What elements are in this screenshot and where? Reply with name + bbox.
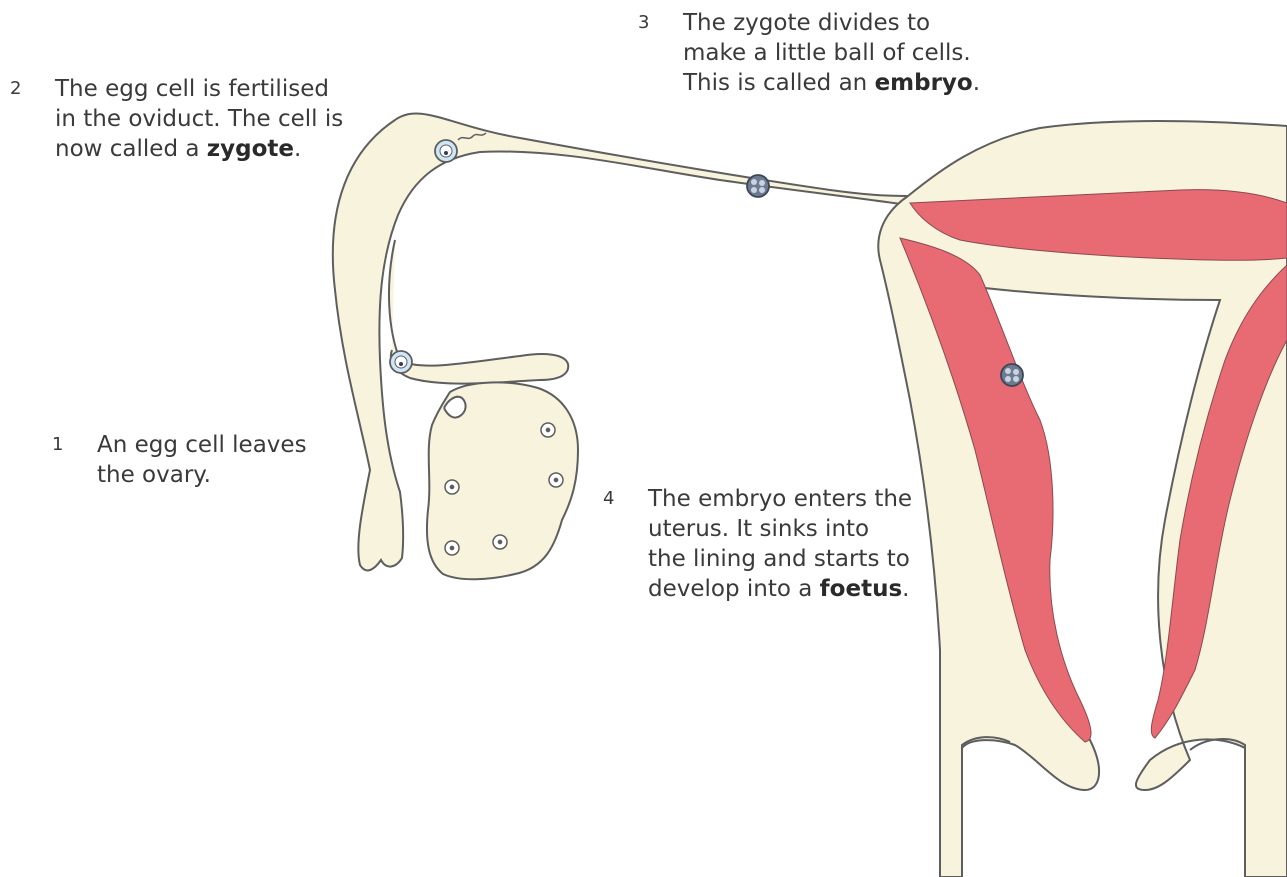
embryo-in-oviduct: [747, 175, 769, 197]
step-4-line-2: uterus. It sinks into: [648, 514, 912, 544]
step-4-line-3: the lining and starts to: [648, 544, 912, 574]
step-1-text: An egg cell leaves the ovary.: [97, 430, 307, 490]
step-3-keyword: embryo: [875, 70, 973, 96]
cervix: [962, 737, 1245, 877]
step-4-line-1: The embryo enters the: [648, 484, 912, 514]
step-2-line-2: in the oviduct. The cell is: [55, 104, 343, 134]
step-3-line-2: make a little ball of cells.: [683, 38, 980, 68]
step-1-line-2: the ovary.: [97, 460, 307, 490]
step-4-period: .: [902, 576, 909, 602]
egg-cell: [390, 351, 412, 373]
step-1-number: 1: [52, 430, 63, 460]
step-3-line-3-text: This is called an: [683, 70, 875, 96]
step-1-line-1: An egg cell leaves: [97, 430, 307, 460]
step-4-caption: 4 The embryo enters the uterus. It sinks…: [603, 484, 912, 604]
embryo-in-uterus: [1001, 364, 1023, 386]
step-4-line-4-text: develop into a: [648, 576, 820, 602]
step-3-caption: 3 The zygote divides to make a little ba…: [638, 8, 980, 98]
step-2-caption: 2 The egg cell is fertilised in the ovid…: [10, 74, 343, 164]
step-4-number: 4: [603, 484, 614, 514]
step-3-period: .: [973, 70, 980, 96]
step-2-text: The egg cell is fertilised in the oviduc…: [55, 74, 343, 164]
step-4-text: The embryo enters the uterus. It sinks i…: [648, 484, 912, 604]
step-4-line-4: develop into a foetus.: [648, 574, 912, 604]
step-2-line-1: The egg cell is fertilised: [55, 74, 343, 104]
step-2-keyword: zygote: [207, 136, 294, 162]
step-3-number: 3: [638, 8, 649, 38]
step-3-text: The zygote divides to make a little ball…: [683, 8, 980, 98]
step-2-line-3-text: now called a: [55, 136, 207, 162]
step-2-number: 2: [10, 74, 21, 104]
step-1-caption: 1 An egg cell leaves the ovary.: [52, 430, 307, 490]
step-2-line-3: now called a zygote.: [55, 134, 343, 164]
step-3-line-1: The zygote divides to: [683, 8, 980, 38]
step-4-keyword: foetus: [820, 576, 902, 602]
step-2-period: .: [294, 136, 301, 162]
step-3-line-3: This is called an embryo.: [683, 68, 980, 98]
fimbriae: [389, 240, 568, 384]
